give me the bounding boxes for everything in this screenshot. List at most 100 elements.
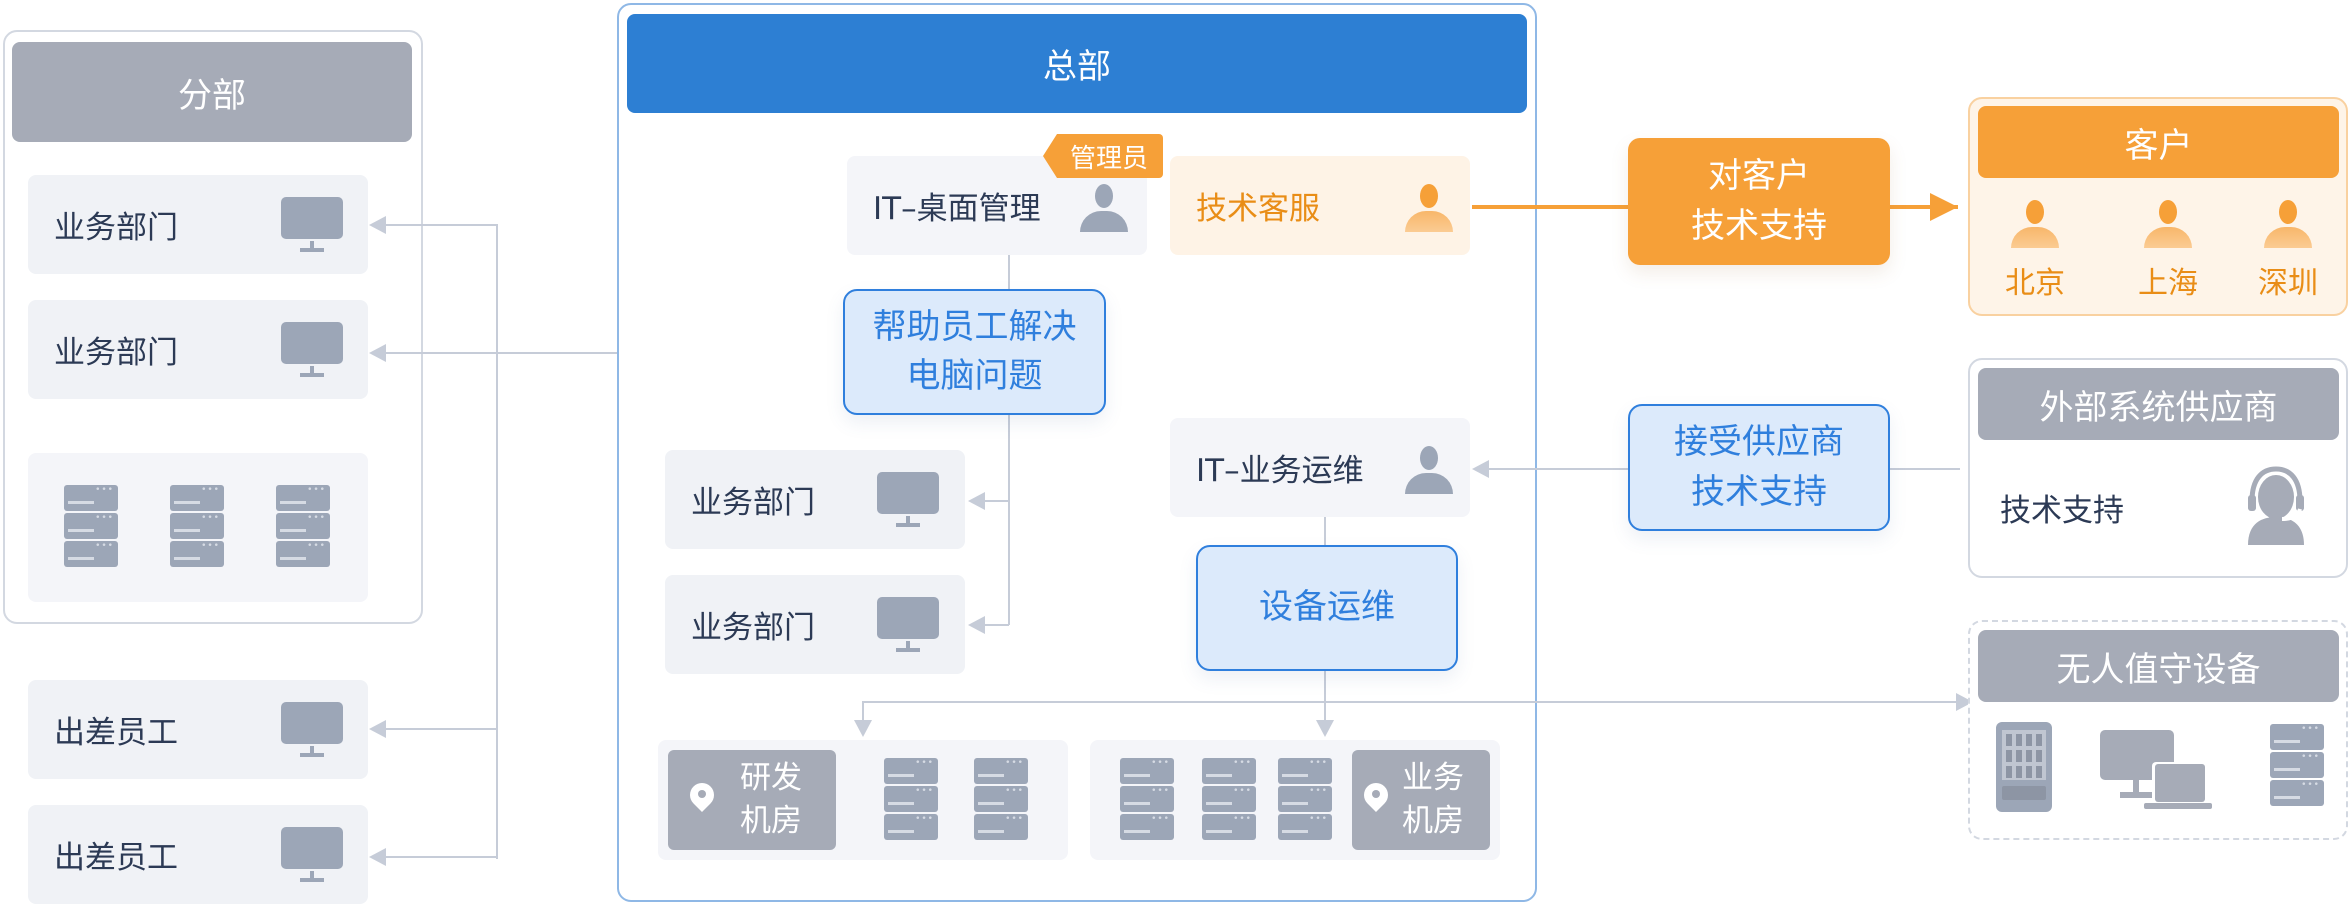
help-staff-line1: 帮助员工解决 (872, 306, 1077, 347)
customer-city[interactable]: 上海 (2128, 200, 2208, 302)
equipment-ops-box[interactable]: 设备运维 (1196, 545, 1458, 671)
travel-staff-card[interactable]: 出差员工 (28, 805, 368, 904)
tech-service-card[interactable]: 技术客服 (1170, 156, 1470, 255)
server-rack-icon (884, 758, 938, 842)
rd-room-card[interactable]: 研发 机房 (658, 740, 1068, 860)
headset-agent-icon (2248, 466, 2304, 545)
customers-title: 客户 (2124, 125, 2193, 166)
rd-room-tag: 研发 机房 (668, 750, 836, 850)
monitor-icon (281, 702, 343, 758)
server-rack-icon (1202, 758, 1256, 842)
vendor-support-line1: 接受供应商 (1674, 422, 1844, 463)
user-icon (2264, 200, 2312, 248)
arrow-head (968, 492, 985, 510)
branch-dept-label: 业务部门 (54, 210, 178, 246)
arrow-head (1472, 460, 1489, 478)
hq-dept-label: 业务部门 (691, 610, 815, 646)
travel-staff-label: 出差员工 (54, 840, 178, 876)
connector-line (385, 352, 845, 354)
server-rack-icon (2270, 724, 2324, 808)
branch-dept-card[interactable]: 业务部门 (28, 300, 368, 399)
branch-header: 分部 (12, 42, 412, 142)
vendor-title: 外部系统供应商 (2039, 387, 2278, 428)
monitor-icon (877, 472, 939, 528)
customer-support-line2: 技术支持 (1691, 205, 1827, 246)
server-rack-icon (64, 485, 118, 569)
help-staff-box[interactable]: 帮助员工解决 电脑问题 (843, 289, 1106, 415)
arrow-head (854, 720, 872, 737)
orange-arrow-head (1930, 193, 1958, 221)
admin-badge-label: 管理员 (1069, 143, 1148, 174)
customers-header: 客户 (1978, 106, 2339, 178)
server-rack-icon (1278, 758, 1332, 842)
customer-city-label: 深圳 (2258, 266, 2318, 301)
branch-dept-card[interactable]: 业务部门 (28, 175, 368, 274)
arrow-head (1316, 720, 1334, 737)
connector-line (385, 224, 497, 226)
desktop-laptop-icon (2100, 730, 2212, 809)
hq-header: 总部 (627, 14, 1527, 113)
server-rack-icon (974, 758, 1028, 842)
branch-title: 分部 (178, 75, 246, 116)
equipment-ops-label: 设备运维 (1259, 587, 1395, 628)
unattended-header: 无人值守设备 (1978, 630, 2339, 702)
travel-staff-card[interactable]: 出差员工 (28, 680, 368, 779)
connector-line (985, 500, 1009, 502)
hq-dept-label: 业务部门 (691, 485, 815, 521)
vendor-support-line2: 技术支持 (1691, 471, 1827, 512)
biz-room-card[interactable]: 业务 机房 (1090, 740, 1500, 860)
customer-city[interactable]: 北京 (1995, 200, 2075, 302)
monitor-icon (281, 827, 343, 883)
connector-line (385, 856, 497, 858)
hq-dept-card[interactable]: 业务部门 (665, 450, 965, 549)
it-ops-label: IT–业务运维 (1196, 453, 1364, 489)
arrow-head (369, 344, 386, 362)
tech-service-label: 技术客服 (1196, 191, 1320, 227)
branch-server-card (28, 453, 368, 602)
unattended-title: 无人值守设备 (2056, 649, 2261, 690)
server-rack-icon (170, 485, 224, 569)
customer-city[interactable]: 深圳 (2248, 200, 2328, 302)
cabinet-icon (1996, 722, 2052, 812)
connector-line (862, 701, 864, 727)
monitor-icon (281, 197, 343, 253)
user-icon (1405, 184, 1453, 232)
rd-room-line2: 机房 (740, 803, 802, 839)
customer-city-label: 上海 (2138, 266, 2198, 301)
connector-line (985, 624, 1009, 626)
it-desktop-mgmt-label: IT–桌面管理 (873, 191, 1041, 227)
connector-line (496, 224, 498, 859)
location-pin-icon (690, 783, 714, 817)
arrow-head (968, 616, 985, 634)
customer-support-line1: 对客户 (1708, 156, 1810, 197)
connector-line (1008, 255, 1010, 625)
biz-room-tag: 业务 机房 (1352, 750, 1490, 850)
user-icon (2011, 200, 2059, 248)
server-rack-icon (276, 485, 330, 569)
location-pin-icon (1364, 783, 1388, 817)
connector-line (862, 701, 1957, 703)
user-icon (2144, 200, 2192, 248)
customer-support-box[interactable]: 对客户 技术支持 (1628, 138, 1890, 265)
user-icon (1080, 184, 1128, 232)
server-rack-icon (1120, 758, 1174, 842)
vendor-support-label: 技术支持 (2000, 485, 2124, 530)
biz-room-line2: 机房 (1402, 803, 1464, 839)
admin-badge: 管理员 (1043, 134, 1163, 178)
it-ops-card[interactable]: IT–业务运维 (1170, 418, 1470, 517)
rd-room-line1: 研发 (740, 759, 802, 796)
vendor-support-box[interactable]: 接受供应商 技术支持 (1628, 404, 1890, 531)
hq-title: 总部 (1043, 47, 1111, 87)
hq-dept-card[interactable]: 业务部门 (665, 575, 965, 674)
arrow-head (369, 216, 386, 234)
vendor-header: 外部系统供应商 (1978, 368, 2339, 440)
user-icon (1405, 446, 1453, 494)
branch-dept-label: 业务部门 (54, 335, 178, 371)
arrow-head (369, 720, 386, 738)
biz-room-line1: 业务 (1402, 759, 1464, 796)
customer-city-label: 北京 (2005, 266, 2065, 301)
monitor-icon (281, 322, 343, 378)
connector-line (385, 728, 497, 730)
vendor-support-text: 技术支持 (2000, 493, 2124, 529)
travel-staff-label: 出差员工 (54, 715, 178, 751)
